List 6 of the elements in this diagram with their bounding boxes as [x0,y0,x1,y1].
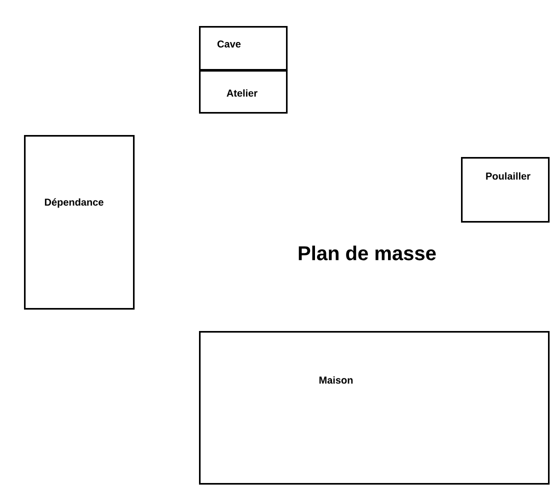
building-box: Atelier [199,70,288,114]
building-box: Cave [199,26,288,71]
building-box: Dépendance [24,135,135,310]
building-box: Poulailler [461,157,550,223]
building-box: Maison [199,331,550,485]
title: Plan de masse [298,246,436,260]
